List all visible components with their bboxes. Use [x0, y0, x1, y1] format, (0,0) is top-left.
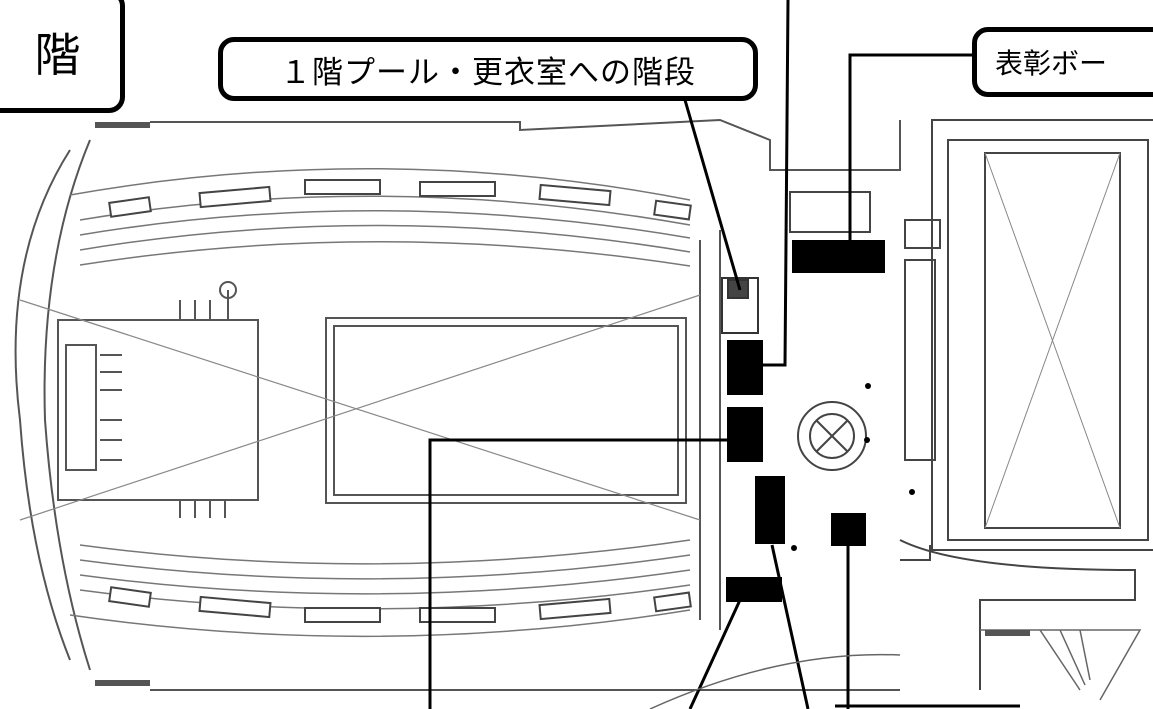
black-markers	[726, 240, 885, 602]
leader-lines	[428, 0, 1020, 709]
floor-label: 階	[0, 0, 125, 113]
diving-pool	[57, 281, 259, 518]
corner-columns	[95, 122, 1030, 686]
seat-blocks	[108, 179, 692, 623]
arena-outline	[14, 118, 901, 691]
award-board-label-text: 表彰ボー	[995, 47, 1108, 80]
main-pool	[325, 317, 687, 504]
spectator-seating-bottom	[69, 539, 691, 638]
stairs-label-text: １階プール・更衣室への階段	[280, 54, 696, 91]
round-pool	[797, 401, 867, 471]
annex-building	[789, 119, 1153, 690]
spectator-seating-top	[69, 167, 691, 267]
marker-dots	[791, 383, 915, 551]
award-board-label: 表彰ボー	[972, 27, 1153, 97]
roof-diagonals	[19, 294, 701, 521]
bottom-structures	[649, 629, 1142, 709]
floor-label-text: 階	[34, 27, 81, 82]
stairs-block	[721, 277, 759, 334]
stairs-label: １階プール・更衣室への階段	[218, 37, 758, 101]
